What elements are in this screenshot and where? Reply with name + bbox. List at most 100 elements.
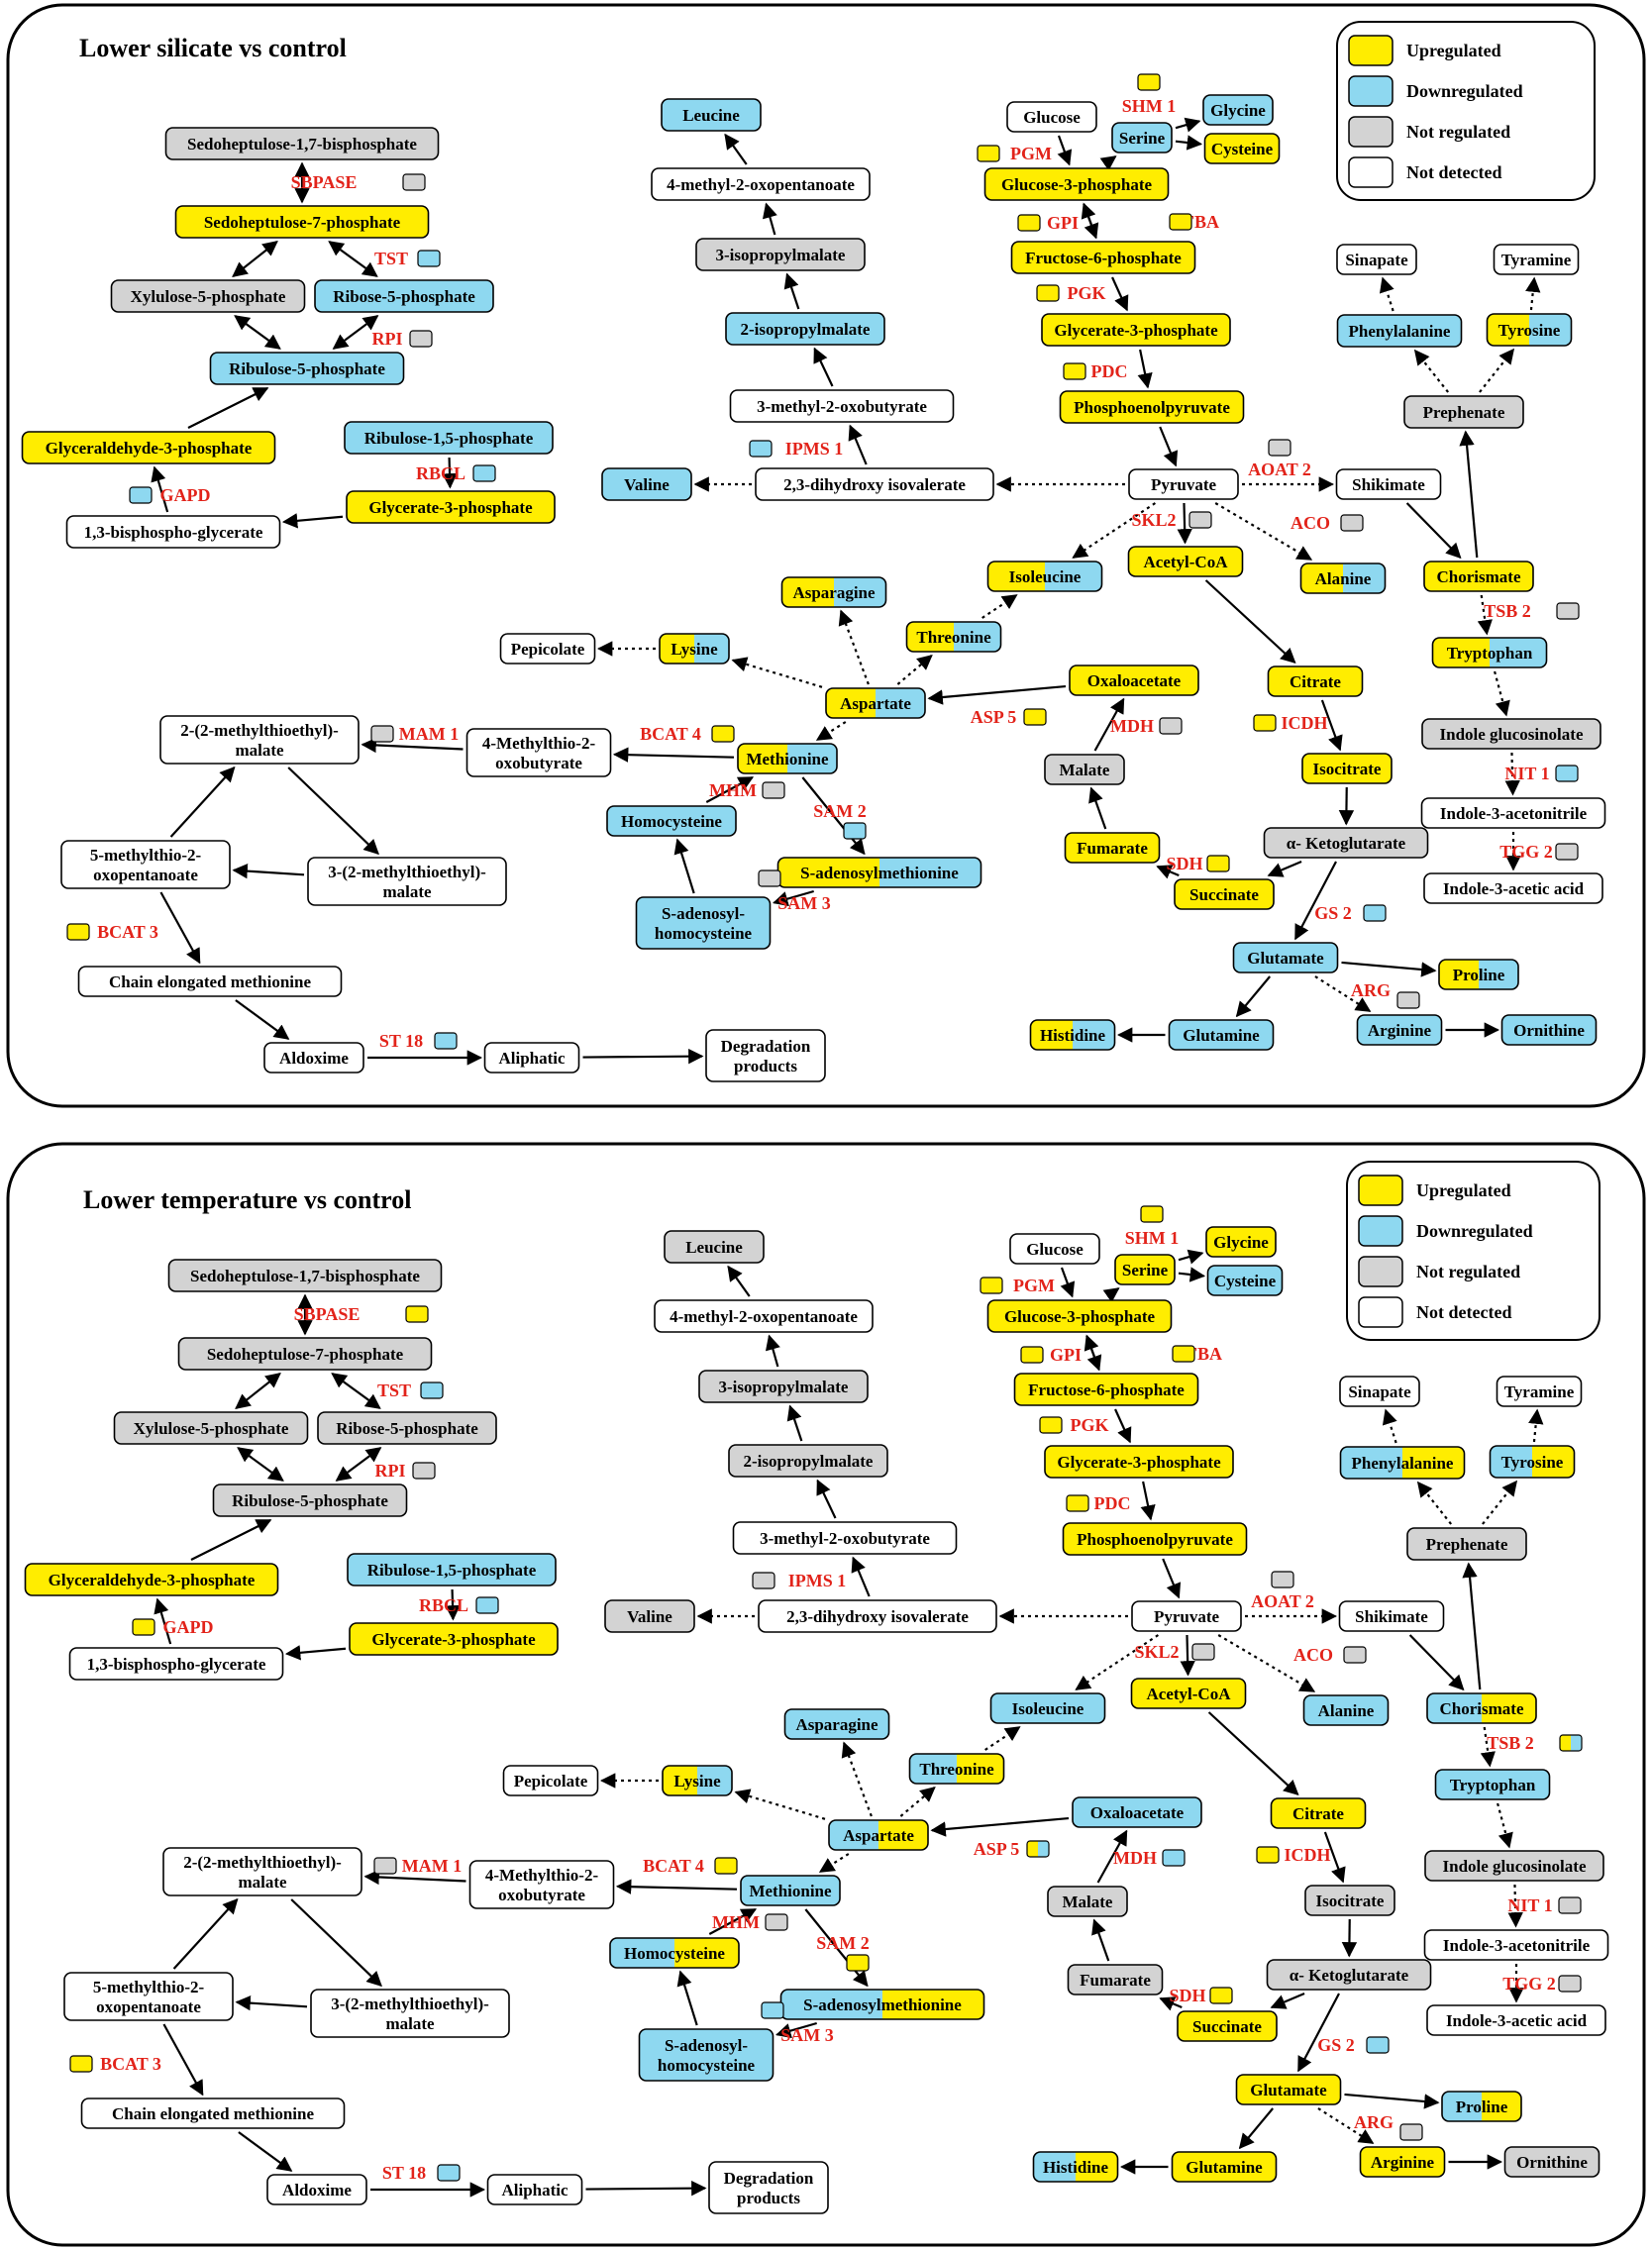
panel-title: Lower silicate vs control bbox=[79, 34, 347, 62]
arrow-sah-hcy bbox=[676, 1970, 698, 2026]
node-label: Aliphatic bbox=[501, 2181, 568, 2200]
enzyme-name: SAM 2 bbox=[813, 801, 867, 821]
node-box bbox=[654, 1299, 874, 1333]
arrow-gly3p-pep bbox=[1137, 349, 1153, 389]
reaction-arrows bbox=[154, 1249, 1544, 2198]
enzyme-AOAT2: AOAT 2 bbox=[1248, 439, 1311, 479]
node-phe: Phenylalanine bbox=[1339, 1446, 1466, 1480]
node-box bbox=[905, 621, 1002, 653]
arrow-glu-gln bbox=[1238, 2107, 1275, 2150]
node-label: Indole-3-acetic acid bbox=[1446, 2011, 1588, 2030]
node-sam: S-adenosylmethionine bbox=[779, 1989, 985, 2020]
node-ipm2: 2-isopropylmalate bbox=[725, 312, 885, 346]
enzyme-ICDH: ICDH bbox=[1256, 1845, 1331, 1865]
node-label: Prephenate bbox=[1426, 1535, 1508, 1554]
node-pre: Prephenate bbox=[1403, 395, 1524, 429]
arrow-indg-ian bbox=[1507, 1884, 1523, 1928]
node-box bbox=[1047, 1886, 1128, 1917]
node-rubp: Ribulose-1,5-phosphate bbox=[347, 1553, 557, 1586]
enzyme-IPMS1: IPMS 1 bbox=[752, 1571, 846, 1590]
enzyme-status-swatch bbox=[752, 1572, 775, 1589]
node-box bbox=[1114, 1254, 1176, 1285]
node-label: Glucose bbox=[1026, 1240, 1084, 1259]
node-ian: Indole-3-acetonitrile bbox=[1420, 797, 1606, 829]
node-label: Fumarate bbox=[1080, 1971, 1151, 1990]
node-box bbox=[635, 896, 772, 950]
arrow-succ-fum bbox=[1156, 865, 1180, 879]
arrow-g3p-ser bbox=[1099, 155, 1117, 171]
arrow-rubp-g3pl bbox=[445, 1588, 461, 1621]
arrow-pyr-accoa bbox=[1177, 502, 1192, 545]
enzyme-name: MHM bbox=[709, 780, 757, 800]
arrow-r5p-ru5p bbox=[332, 315, 379, 350]
arrow-fum-mal bbox=[1091, 1918, 1110, 1962]
enzyme-name: PGM bbox=[1010, 144, 1052, 163]
arrow-asp-asn bbox=[838, 609, 870, 685]
node-box bbox=[1423, 872, 1603, 904]
node-label: Valine bbox=[624, 475, 670, 494]
enzyme-SHM1: SHM 1 bbox=[1122, 73, 1177, 116]
node-label: Ribulose-1,5-phosphate bbox=[364, 429, 534, 448]
arrow-s7p-xu5p bbox=[235, 1373, 281, 1409]
node-thr: Threonine bbox=[905, 621, 1002, 653]
node-box bbox=[1029, 1019, 1116, 1051]
node-label: Indole-3-acetic acid bbox=[1443, 879, 1585, 898]
node-box bbox=[346, 490, 556, 524]
node-box bbox=[60, 840, 231, 889]
node-bpg: 1,3-bisphospho-glycerate bbox=[68, 1647, 284, 1681]
arrow-xu5p-ru5p bbox=[234, 315, 281, 350]
node-label: α- Ketoglutarate bbox=[1290, 1966, 1409, 1985]
node-box bbox=[986, 1299, 1173, 1333]
arrow-bpg-ga3p bbox=[154, 1597, 172, 1645]
enzyme-name: FBA bbox=[1187, 1344, 1222, 1364]
node-label: Phenylalanine bbox=[1352, 1454, 1454, 1473]
arrow-ipm2-ipm3 bbox=[786, 1404, 803, 1442]
enzyme-name: MDH bbox=[1113, 1848, 1157, 1868]
enzyme-IPMS1: IPMS 1 bbox=[749, 439, 843, 459]
enzyme-FBA: FBA bbox=[1169, 212, 1219, 232]
node-gln: Glutamine bbox=[1171, 2151, 1278, 2183]
node-label: Fructose-6-phosphate bbox=[1028, 1381, 1185, 1399]
enzyme-status-swatch bbox=[1020, 1346, 1044, 1364]
enzyme-name: ICDH bbox=[1281, 713, 1327, 733]
node-box bbox=[604, 1599, 695, 1633]
enzyme-name: ST 18 bbox=[382, 2163, 426, 2183]
node-tyra: Tyramine bbox=[1496, 1376, 1583, 1407]
node-label: Tyramine bbox=[1504, 1382, 1575, 1401]
enzyme-name: SHM 1 bbox=[1122, 96, 1177, 116]
node-label: Asparagine bbox=[795, 1715, 878, 1734]
node-his: Histidine bbox=[1029, 1019, 1116, 1051]
node-ile: Isoleucine bbox=[989, 1692, 1106, 1724]
node-label: Pyruvate bbox=[1151, 475, 1217, 494]
node-g3p: Glucose-3-phosphate bbox=[986, 1299, 1173, 1333]
arrow-f6p-gly3p bbox=[1111, 276, 1129, 312]
node-box bbox=[113, 1411, 309, 1445]
node-box bbox=[1266, 1959, 1432, 1991]
node-alip: Aliphatic bbox=[483, 1042, 580, 1074]
node-succ: Succinate bbox=[1177, 2010, 1278, 2042]
arrow-mtop-mtm bbox=[169, 766, 236, 838]
arrow-mob-ipm2 bbox=[813, 347, 834, 387]
enzyme-PDC: PDC bbox=[1063, 361, 1128, 381]
enzyme-ARG: ARG bbox=[1354, 2112, 1423, 2141]
enzyme-status-swatch bbox=[1206, 855, 1230, 872]
node-label: Pepicolate bbox=[511, 640, 585, 659]
enzyme-name: SHM 1 bbox=[1125, 1228, 1180, 1248]
arrow-dhiv-mob bbox=[851, 1556, 871, 1597]
arrow-asp-lys bbox=[734, 1789, 826, 1820]
node-label: Ornithine bbox=[1516, 2153, 1588, 2172]
node-mtop: 5-methylthio-2-oxopentanoate bbox=[60, 840, 231, 889]
node-glc: Glucose bbox=[1009, 1233, 1100, 1265]
node-his: Histidine bbox=[1032, 2151, 1119, 2183]
arrow-tyr-tyra bbox=[1528, 1408, 1544, 1443]
enzyme-status-swatch bbox=[1191, 1643, 1215, 1661]
enzyme-NIT1: NIT 1 bbox=[1507, 1895, 1582, 1915]
node-ipm3: 3-isopropylmalate bbox=[698, 1370, 869, 1403]
arrow-pre-phe bbox=[1416, 1481, 1453, 1525]
node-label: Xylulose-5-phosphate bbox=[131, 287, 286, 306]
enzyme-status-swatch bbox=[1256, 1846, 1280, 1864]
node-label: Homocysteine bbox=[621, 812, 722, 831]
enzyme-SBPASE: SBPASE bbox=[291, 172, 426, 192]
node-label: Phenylalanine bbox=[1349, 322, 1451, 341]
arrow-ipm3-mop bbox=[762, 202, 777, 236]
